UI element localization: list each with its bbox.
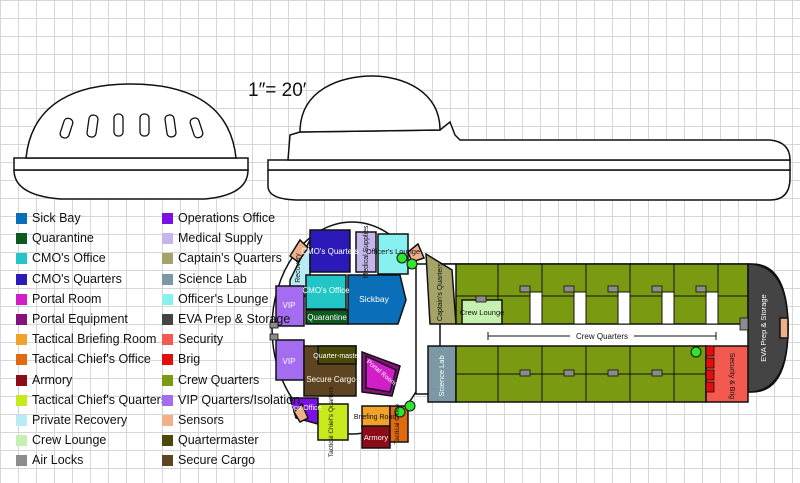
label-secure-cargo: Secure Cargo — [306, 375, 356, 384]
legend-label: Brig — [178, 352, 201, 367]
legend-swatch — [162, 213, 173, 224]
legend-swatch — [162, 435, 173, 447]
deck-plan — [269, 221, 789, 449]
label-medical-supplies: Medical Supplies — [363, 225, 370, 278]
legend-swatch — [162, 253, 173, 265]
label-cmo-quarters: CMO's Quarters — [301, 247, 359, 256]
legend-swatch — [16, 293, 27, 305]
room-medical-supplies — [355, 231, 377, 273]
legend-swatch — [162, 394, 173, 406]
scale-label: 1″= 20′ — [248, 80, 307, 101]
room-science-lab — [427, 345, 457, 403]
legend-swatch — [16, 213, 27, 224]
legend-label: Secure Cargo — [178, 453, 256, 468]
legend-swatch — [16, 354, 27, 366]
legend-swatch — [162, 374, 173, 386]
crew-quarters-top — [455, 263, 749, 325]
room-quarantine — [305, 309, 349, 325]
legend-label: Tactical Chief's Quarters — [32, 392, 168, 407]
legend-label: CMO's Office — [32, 251, 106, 266]
legend-label: Private Recovery — [32, 413, 128, 427]
room-vip-top — [275, 285, 305, 327]
legend-swatch — [16, 374, 27, 386]
label-vip-bottom: VIP — [283, 357, 296, 366]
label-officers-lounge: Officer's Lounge — [366, 247, 420, 256]
legend-label: Crew Quarters — [178, 372, 260, 387]
room-quartermaster — [317, 345, 357, 365]
legend-swatch — [162, 354, 173, 366]
legend-label: Officer's Lounge — [178, 291, 269, 306]
legend-label: Portal Room — [32, 291, 102, 306]
label-armory: Armory — [364, 433, 388, 442]
legend-swatch — [162, 293, 173, 305]
legend-label: Armory — [32, 372, 73, 387]
room-portal-room — [365, 354, 397, 393]
legend-swatch — [16, 233, 27, 245]
legend-label: Medical Supply — [178, 231, 263, 246]
legend-swatch — [162, 455, 173, 467]
legend-swatch — [16, 273, 27, 285]
legend-label: CMO's Quarters — [32, 271, 122, 286]
legend-label: Quarantine — [32, 231, 94, 246]
legend-label: Security — [178, 332, 224, 347]
legend-swatch — [16, 253, 27, 265]
legend-swatch — [16, 334, 27, 346]
label-eva-prep: EVA Prep & Storage — [759, 294, 768, 361]
label-quartermaster: Quarter-master — [313, 353, 361, 360]
label-crew-lounge: Crew Lounge — [460, 308, 505, 317]
legend-label: VIP Quarters/Isolation — [178, 392, 301, 407]
label-sickbay: Sickbay — [359, 294, 390, 304]
legend-label: Tactical Briefing Room — [32, 332, 157, 347]
legend-swatch — [16, 394, 27, 406]
room-cmo-office — [305, 274, 347, 310]
legend-swatch — [162, 415, 173, 426]
legend-label: Sensors — [178, 413, 224, 427]
label-crew-quarters: Crew Quarters — [576, 332, 628, 341]
room-vip-bottom — [275, 339, 305, 381]
label-security-brig: Security & Brig — [728, 353, 735, 399]
label-vip-top: VIP — [283, 301, 296, 310]
legend-label: Air Locks — [32, 453, 84, 468]
label-cmo-office: CMO's Office — [302, 286, 350, 295]
legend-swatch — [162, 273, 173, 285]
legend-swatch — [16, 415, 27, 426]
room-sensors — [779, 317, 789, 339]
legend-label: EVA Prep & Storage — [178, 312, 291, 326]
legend-label: Tactical Chief's Office — [32, 352, 151, 367]
legend-label: Crew Lounge — [32, 433, 107, 448]
label-tactical-chiefs-quarters: Tactical Chief's Quarters — [328, 386, 335, 457]
label-captains-quarters: Captain's Quarters — [437, 262, 444, 321]
legend-label: Portal Equipment — [32, 312, 128, 326]
room-crew-lounge — [461, 299, 503, 325]
room-tactical-chiefs-quarters — [317, 403, 349, 441]
label-briefing-room: Briefing Room — [354, 414, 399, 421]
legend-label: Science Lab — [178, 271, 247, 286]
side-view-left — [13, 83, 249, 200]
side-view-right — [267, 75, 791, 201]
label-quarantine: Quarantine — [307, 313, 347, 322]
label-science-lab: Science Lab — [437, 355, 446, 396]
legend-label: Captain's Quarters — [178, 251, 282, 266]
legend-swatch — [162, 233, 173, 245]
legend-label: Operations Office — [178, 211, 276, 225]
room-cmo-quarters — [309, 229, 351, 273]
label-recovery: Recovery — [295, 253, 302, 283]
legend-label: Quartermaster — [178, 433, 259, 448]
crew-quarters-marker — [487, 332, 717, 340]
legend-swatch — [162, 314, 173, 325]
label-tactical-office: Tactical Office — [394, 403, 401, 444]
legend-swatch — [16, 435, 27, 447]
legend-label: Sick Bay — [32, 211, 81, 225]
label-ops-office: Ops Office — [289, 405, 322, 412]
legend-swatch — [16, 314, 27, 325]
legend-swatch — [16, 455, 27, 467]
legend-swatch — [162, 334, 173, 346]
